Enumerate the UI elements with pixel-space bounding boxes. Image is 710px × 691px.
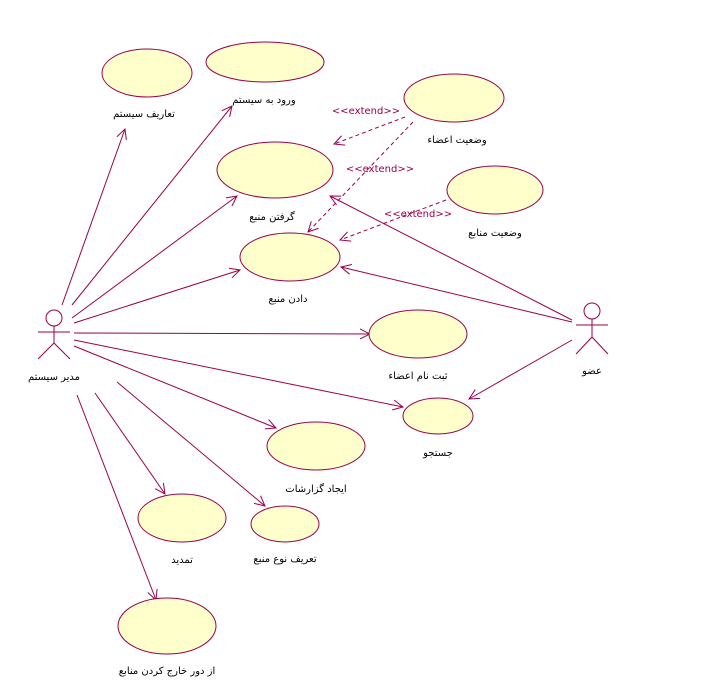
actor-member-label: عضو	[582, 366, 602, 377]
usecase-reports-ellipse[interactable]	[266, 421, 366, 471]
extend-label-3: <<extend>>	[383, 209, 453, 220]
usecase-register-label: ثبت نام اعضاء	[388, 371, 448, 382]
usecase-decommission-ellipse[interactable]	[117, 597, 217, 655]
usecase-login-label: ورود به سیستم	[232, 95, 296, 106]
assoc-admin-resource-type	[116, 381, 265, 506]
usecase-give-label: دادن منبع	[268, 294, 308, 305]
usecase-member-status-label: وضعیت اعضاء	[427, 135, 487, 146]
usecase-renew-label: تمدید	[171, 555, 193, 566]
usecase-member-status-ellipse[interactable]	[403, 73, 505, 123]
usecase-borrow-label: گرفتن منبع	[249, 212, 295, 223]
extend-member-status-give	[308, 121, 414, 232]
usecase-resource-status-ellipse[interactable]	[446, 165, 544, 215]
assoc-admin-give	[73, 270, 240, 324]
extend-member-status-borrow	[334, 116, 406, 144]
assoc-admin-login	[71, 106, 232, 306]
extend-label-1: <<extend>>	[331, 106, 401, 117]
assoc-admin-search	[73, 339, 403, 407]
assoc-admin-decommission	[76, 394, 156, 600]
extend-resource-status-give	[340, 199, 447, 240]
usecase-definitions-ellipse[interactable]	[101, 48, 193, 98]
usecase-decommission-label: از دور خارج کردن منابع	[118, 666, 216, 677]
assoc-admin-reports	[73, 345, 276, 428]
usecase-definitions-label: تعاریف سیستم	[113, 109, 175, 120]
usecase-login-ellipse[interactable]	[205, 41, 325, 83]
usecase-reports-label: ایجاد گزارشات	[285, 484, 347, 495]
usecase-give-ellipse[interactable]	[239, 232, 341, 282]
assoc-member-search	[469, 339, 573, 399]
usecase-register-ellipse[interactable]	[368, 309, 468, 359]
assoc-admin-renew	[94, 392, 165, 494]
usecase-resource-type-ellipse[interactable]	[250, 505, 320, 543]
assoc-admin-definitions	[61, 129, 125, 306]
assoc-admin-register	[73, 333, 370, 334]
usecase-resource-status-label: وضعیت منابع	[468, 228, 522, 239]
assoc-admin-borrow	[71, 196, 237, 319]
usecase-renew-ellipse[interactable]	[137, 493, 227, 543]
actor-admin-label: مدیر سیستم	[27, 372, 81, 383]
assoc-member-borrow	[330, 196, 573, 321]
usecase-search-ellipse[interactable]	[402, 397, 474, 435]
actor-admin-figure[interactable]	[37, 309, 71, 360]
usecase-resource-type-label: تعریف نوع منبع	[253, 554, 317, 565]
actor-member-figure[interactable]	[575, 302, 609, 355]
usecase-search-label: جستجو	[423, 448, 453, 459]
assoc-member-give	[341, 267, 573, 323]
extend-label-2: <<extend>>	[345, 164, 415, 175]
usecase-borrow-ellipse[interactable]	[216, 141, 334, 199]
